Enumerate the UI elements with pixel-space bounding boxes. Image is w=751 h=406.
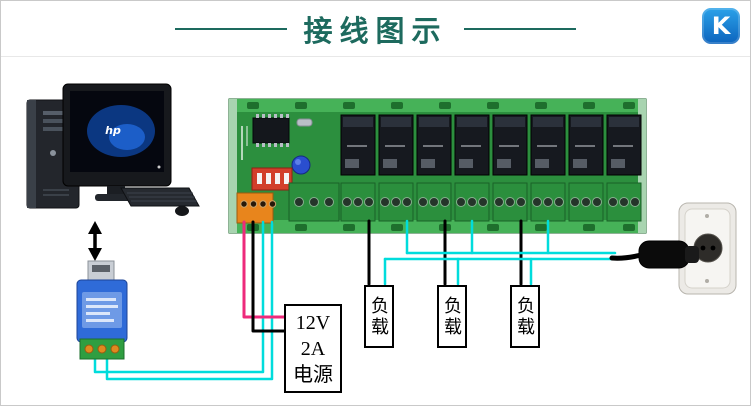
relay-board	[228, 98, 647, 234]
load-label-3: 负载	[515, 295, 535, 338]
title-left-line	[175, 27, 288, 30]
board-right-endcap	[638, 99, 646, 233]
monitor: hp	[62, 83, 172, 201]
wire-power-negative	[251, 220, 287, 333]
load-box-1: 负载	[364, 285, 394, 348]
terminal-block	[606, 182, 642, 222]
page-title: 接线图示	[303, 15, 448, 48]
converter-label	[82, 292, 122, 328]
plug-tip	[685, 246, 699, 263]
plug-body	[638, 240, 690, 269]
terminal-block	[340, 182, 376, 222]
silkscreen-mark	[246, 126, 248, 146]
blue-capacitor	[291, 155, 311, 175]
silkscreen-mark	[241, 126, 243, 160]
rail-slots	[247, 102, 635, 231]
monitor-brand-logo: hp	[105, 124, 121, 137]
load-label-1: 负载	[369, 295, 389, 338]
load-box-3: 负载	[510, 285, 540, 348]
load-box-2: 负载	[437, 285, 467, 348]
crystal-oscillator	[296, 118, 313, 127]
power-plug	[609, 240, 699, 269]
keyboard	[120, 187, 200, 207]
up-down-arrow-icon	[88, 221, 102, 261]
wire-power-positive	[242, 220, 287, 319]
mcu-ic-chip	[252, 114, 290, 147]
power-supply-line2: 2A	[300, 337, 326, 360]
title-right-line	[463, 27, 576, 30]
terminal-block	[416, 182, 452, 222]
usb-connector-slot	[92, 265, 110, 272]
mouse	[175, 206, 189, 216]
load-label-2: 负载	[442, 295, 462, 338]
terminal-block	[568, 182, 604, 222]
relay	[416, 114, 452, 176]
board-left-endcap	[229, 99, 237, 233]
wires	[93, 219, 617, 381]
brand-k-logo-icon: K	[702, 8, 740, 44]
dip-switch	[251, 167, 293, 191]
wall-outlet	[678, 202, 737, 295]
converter-terminal	[79, 338, 125, 360]
relay	[340, 114, 376, 176]
terminal-block	[454, 182, 490, 222]
power-supply-box: 12V 2A 电源	[284, 304, 342, 393]
power-rs485-terminal	[236, 192, 277, 224]
plug-cord	[609, 252, 644, 261]
relay-row	[340, 114, 642, 176]
output-terminal-blocks	[288, 182, 642, 222]
relay	[568, 114, 604, 176]
terminal-block	[530, 182, 566, 222]
terminal-block	[288, 182, 340, 222]
wire-rs485-b	[105, 220, 274, 381]
relay	[530, 114, 566, 176]
monitor-stand	[107, 186, 125, 195]
terminal-block	[492, 182, 528, 222]
terminal-block	[378, 182, 414, 222]
relay	[492, 114, 528, 176]
usb-rs485-converter	[76, 260, 128, 360]
wire-rs485-a	[93, 220, 265, 374]
relay	[378, 114, 414, 176]
computer: hp	[26, 83, 200, 216]
power-supply-line1: 12V	[295, 311, 331, 334]
relay	[606, 114, 642, 176]
power-supply-line3: 电源	[293, 363, 333, 386]
relay	[454, 114, 490, 176]
header: 接线图示	[1, 1, 750, 57]
